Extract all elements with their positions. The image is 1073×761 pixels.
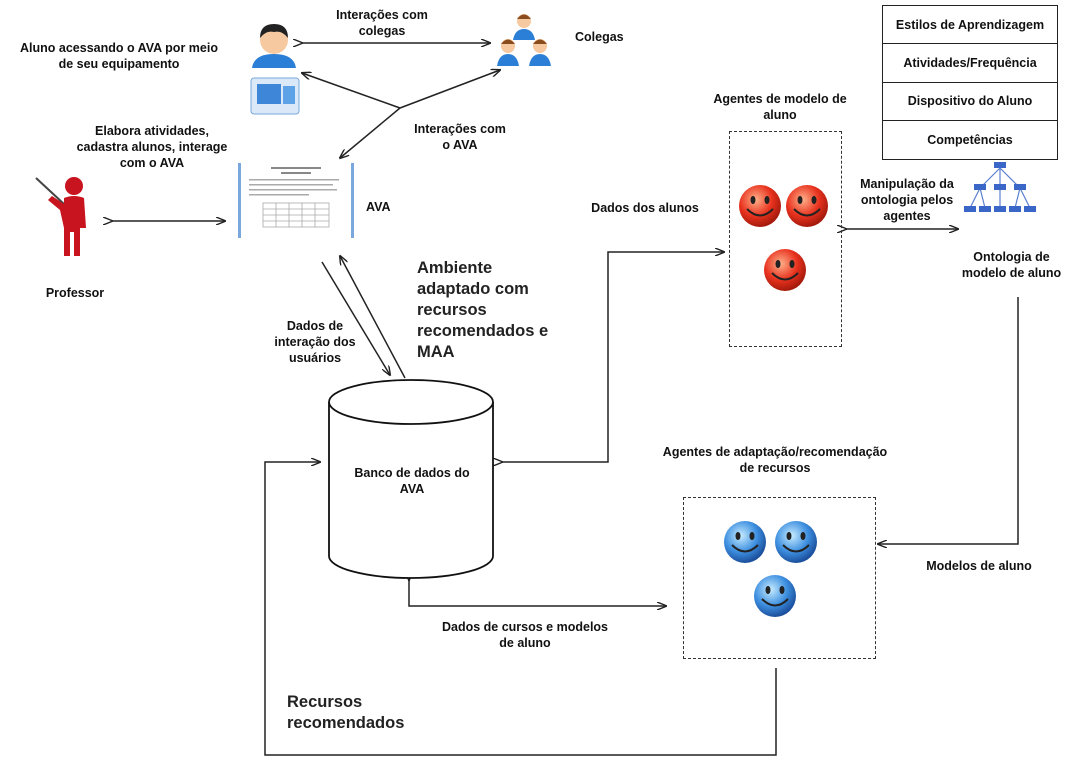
blue-smiley-3 xyxy=(754,575,796,617)
label-ambiente-adaptado: Ambiente adaptado com recursos recomenda… xyxy=(417,259,549,361)
label-professor: Professor xyxy=(45,286,105,300)
label-dados-interacao: Dados de interação dos usuários xyxy=(274,319,356,365)
label-agentes-adaptacao: Agentes de adaptação/recomendação de rec… xyxy=(662,445,888,475)
red-smiley-2 xyxy=(786,185,828,227)
label-elabora: Elabora atividades, cadastra alunos, int… xyxy=(76,124,228,170)
legend-item-dispositivo: Dispositivo do Aluno xyxy=(883,83,1057,121)
arrow-interacoes-colegas xyxy=(399,70,500,109)
ava-document-thumbnail xyxy=(238,163,354,238)
label-aluno: Aluno acessando o AVA por meio de seu eq… xyxy=(20,41,218,71)
colleagues-group-icon xyxy=(497,14,551,66)
red-agent-smileys xyxy=(739,185,828,291)
arrow-interacoes-aluno xyxy=(302,73,401,109)
adaptation-agents-box xyxy=(683,497,876,659)
arrow-interacoes-ava xyxy=(340,107,401,158)
label-interacoes-ava: Interações com o AVA xyxy=(414,122,506,152)
student-model-agents-box xyxy=(729,131,842,347)
legend-item-atividades: Atividades/Frequência xyxy=(883,44,1057,83)
label-dados-cursos: Dados de cursos e modelos de aluno xyxy=(441,620,609,650)
arrow-banco-ava xyxy=(340,256,406,379)
label-modelos-aluno: Modelos de aluno xyxy=(926,559,1032,573)
arrow-ava-banco xyxy=(321,261,390,375)
label-manipulacao: Manipulação da ontologia pelos agentes xyxy=(860,177,954,223)
legend-item-estilos: Estilos de Aprendizagem xyxy=(883,6,1057,45)
blue-smiley-1 xyxy=(724,521,766,563)
student-user-icon xyxy=(250,24,300,115)
arrow-banco-adaptacao xyxy=(409,580,666,606)
label-agentes-modelo: Agentes de modelo de aluno xyxy=(713,92,847,122)
label-colegas: Colegas xyxy=(575,30,624,44)
ontology-tree-icon xyxy=(964,162,1036,212)
label-recursos-recomendados: Recursos recomendados xyxy=(287,693,405,732)
label-banco-dados: Banco de dados do AVA xyxy=(354,466,470,496)
label-dados-alunos: Dados dos alunos xyxy=(591,201,699,215)
professor-icon xyxy=(35,177,86,256)
arrow-banco-agentes-modelo xyxy=(502,252,724,462)
blue-agent-smileys xyxy=(724,521,817,617)
blue-smiley-2 xyxy=(775,521,817,563)
label-ava: AVA xyxy=(366,200,391,214)
red-smiley-3 xyxy=(764,249,806,291)
red-smiley-1 xyxy=(739,185,781,227)
arrow-ontologia-adaptacao xyxy=(878,297,1019,544)
label-interacoes-colegas: Interações com colegas xyxy=(336,8,428,38)
legend-item-competencias: Competências xyxy=(927,132,1013,147)
label-ontologia: Ontologia de modelo de aluno xyxy=(961,250,1062,280)
arrow-recursos-recomendados xyxy=(264,462,777,756)
database-cylinder xyxy=(328,379,494,579)
ontology-attributes-legend: Estilos de Aprendizagem Atividades/Frequ… xyxy=(882,5,1058,160)
